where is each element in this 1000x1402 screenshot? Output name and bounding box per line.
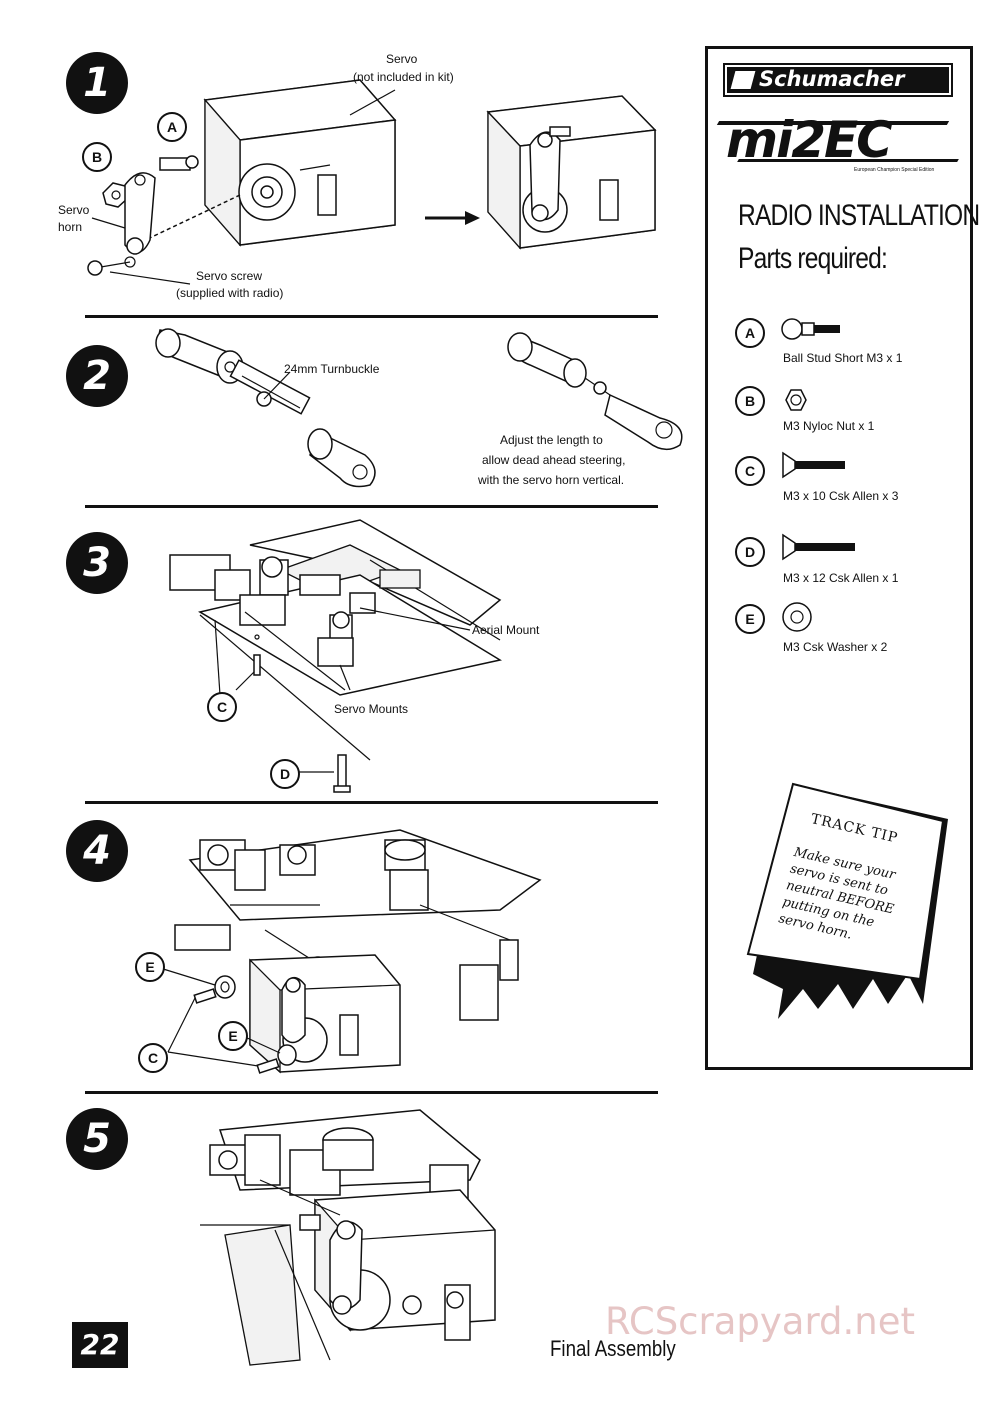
step-1-badge: 1: [66, 52, 128, 114]
part-e-badge: E: [735, 604, 765, 634]
part-d-caption: M3 x 12 Csk Allen x 1: [783, 571, 899, 585]
part-b-caption: M3 Nyloc Nut x 1: [783, 419, 875, 433]
step4-assembly-illustration: [159, 829, 542, 1074]
step-divider: [85, 505, 658, 508]
callout-d: D: [270, 759, 300, 789]
screw-label-line1: Servo screw: [196, 269, 263, 283]
adjust-note-line2: allow dead ahead steering,: [482, 453, 626, 467]
csk-screw-12-icon: [782, 533, 855, 561]
callout-c: C: [138, 1043, 168, 1073]
horn-label-line1: Servo: [58, 203, 90, 217]
watermark: RCScrapyard.net: [605, 1300, 916, 1343]
part-a-caption: Ball Stud Short M3 x 1: [783, 351, 903, 365]
callout-e: E: [218, 1021, 248, 1051]
aerial-mount-label: Aerial Mount: [472, 623, 540, 637]
callout-e: E: [135, 952, 165, 982]
callout-b: B: [82, 142, 112, 172]
step3-chassis-illustration: [169, 519, 502, 793]
schumacher-logo: Schumacher: [723, 63, 953, 97]
step-4-badge: 4: [66, 820, 128, 882]
step1-servo-illustration: [87, 79, 657, 285]
step-3-badge: 3: [66, 532, 128, 594]
turnbuckle-label: 24mm Turnbuckle: [284, 362, 380, 376]
nyloc-nut-icon: [785, 389, 807, 411]
panel-title: RADIO INSTALLATION: [738, 199, 980, 232]
part-c-caption: M3 x 10 Csk Allen x 3: [783, 489, 899, 503]
callout-a: A: [157, 112, 187, 142]
brand-name: Schumacher: [759, 67, 905, 91]
servo-label: Servo: [386, 52, 417, 67]
servo-label-line1: Servo: [386, 52, 418, 66]
horn-label-line2: horn: [58, 220, 83, 234]
csk-screw-10-icon: [782, 451, 845, 479]
model-logo: mi2EC European Champion Special Edition: [716, 109, 963, 179]
page-number-box: 22: [72, 1322, 128, 1368]
part-b-badge: B: [735, 386, 765, 416]
part-a-badge: A: [735, 318, 765, 348]
adjust-note-line3: with the servo horn vertical.: [478, 473, 625, 487]
part-e-caption: M3 Csk Washer x 2: [783, 640, 888, 654]
step2-turnbuckle-illustration: [155, 328, 683, 488]
callout-c: C: [207, 692, 237, 722]
servo-label-note: (not included in kit): [353, 70, 454, 84]
ball-stud-icon: [781, 318, 840, 340]
panel-subtitle: Parts required:: [738, 242, 888, 275]
csk-washer-icon: [782, 602, 812, 632]
step-divider: [85, 1091, 658, 1094]
track-tip-paper: [746, 782, 948, 1019]
section-title: Final Assembly: [550, 1336, 676, 1361]
screw-label-line2: (supplied with radio): [176, 286, 284, 300]
parts-panel: Schumacher mi2EC European Champion Speci…: [705, 46, 980, 1070]
page-number: 22: [80, 1328, 120, 1361]
adjust-note-line1: Adjust the length to: [500, 433, 603, 447]
step-divider: [85, 315, 658, 318]
model-swoosh: [737, 159, 959, 162]
step5-assembly-illustration: [200, 1109, 496, 1366]
part-c-badge: C: [735, 456, 765, 486]
model-subtitle: European Champion Special Edition: [854, 167, 935, 173]
part-d-badge: D: [735, 537, 765, 567]
step-2-badge: 2: [66, 345, 128, 407]
step-5-badge: 5: [66, 1108, 128, 1170]
servo-mounts-label: Servo Mounts: [334, 702, 409, 716]
step-divider: [85, 801, 658, 804]
model-swoosh: [716, 121, 950, 125]
